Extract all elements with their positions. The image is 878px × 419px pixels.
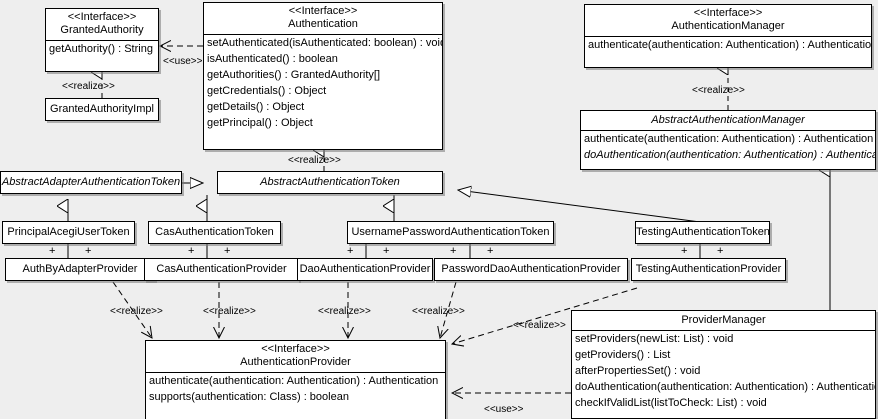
association-plus-mark: +	[347, 245, 354, 257]
class-cas-authentication-token[interactable]: CasAuthenticationToken	[148, 221, 281, 244]
edge-label-use-granted-authority: <<use>>	[163, 56, 203, 67]
class-header: AbstractAuthenticationManager	[581, 111, 875, 130]
class-header: ProviderManager	[572, 311, 875, 330]
class-name-label: AbstractAuthenticationToken	[260, 176, 400, 188]
class-abstract-authentication-manager[interactable]: AbstractAuthenticationManager authentica…	[580, 110, 876, 170]
class-principal-acegi-user-token[interactable]: PrincipalAcegiUserToken	[2, 221, 135, 244]
association-plus-mark: +	[717, 245, 724, 257]
class-header: <<Interface>> AuthenticationProvider	[146, 341, 445, 372]
stereotype-label: <<Interface>>	[67, 11, 137, 23]
class-member: checkIfValidList(listToCheck: List) : vo…	[575, 397, 767, 409]
class-testing-authentication-token[interactable]: TestingAuthenticationToken	[635, 221, 770, 244]
edge-label-realize-dao-provider: <<realize>>	[318, 306, 371, 317]
class-header: <<Interface>> Authentication	[204, 3, 442, 34]
class-name-label: CasAuthenticationProvider	[156, 263, 287, 275]
class-member: authenticate(authentication: Authenticat…	[149, 375, 439, 387]
class-member: getAuthority() : String	[49, 43, 153, 55]
stereotype-label: <<Interface>>	[288, 5, 358, 17]
class-name-label: TestingAuthenticationProvider	[635, 263, 782, 275]
class-member: authenticate(authentication: Authenticat…	[584, 133, 874, 145]
class-member: afterPropertiesSet() : void	[575, 365, 701, 377]
member-compartment: setProviders(newList: List) : void getPr…	[572, 330, 875, 411]
class-member: supports(authentication: Class) : boolea…	[149, 391, 349, 403]
edge-label-realize-auth-by-adapter-provider: <<realize>>	[110, 306, 163, 317]
association-plus-mark: +	[383, 245, 390, 257]
association-plus-mark: +	[188, 245, 195, 257]
member-compartment: setAuthenticated(isAuthenticated: boolea…	[204, 34, 442, 131]
class-name-label: AuthenticationManager	[671, 20, 785, 32]
association-plus-mark: +	[224, 245, 231, 257]
class-auth-by-adapter-provider[interactable]: AuthByAdapterProvider	[5, 258, 155, 281]
class-member: setAuthenticated(isAuthenticated: boolea…	[207, 37, 443, 49]
class-granted-authority[interactable]: <<Interface>> GrantedAuthority getAuthor…	[45, 8, 159, 72]
stereotype-label: <<Interface>>	[261, 343, 330, 355]
class-member: getPrincipal() : Object	[207, 117, 313, 129]
class-authentication-provider[interactable]: <<Interface>> AuthenticationProvider aut…	[145, 340, 446, 419]
class-password-dao-authentication-provider[interactable]: PasswordDaoAuthenticationProvider	[434, 258, 628, 281]
class-name-label: GrantedAuthority	[60, 24, 144, 36]
edge-label-use-provider-manager: <<use>>	[484, 404, 524, 415]
edge-label-realize-authentication-manager: <<realize>>	[692, 85, 745, 96]
edge-label-realize-authentication-token: <<realize>>	[288, 155, 341, 166]
member-compartment: authenticate(authentication: Authenticat…	[581, 130, 875, 163]
edge-label-realize-granted-authority-impl: <<realize>>	[62, 81, 115, 92]
class-name-label: PasswordDaoAuthenticationProvider	[441, 263, 621, 275]
class-authentication[interactable]: <<Interface>> Authentication setAuthenti…	[203, 2, 443, 150]
class-testing-authentication-provider[interactable]: TestingAuthenticationProvider	[631, 258, 786, 281]
edge-label-realize-password-dao-provider: <<realize>>	[412, 306, 465, 317]
member-compartment: authenticate(authentication: Authenticat…	[146, 372, 445, 405]
class-name-label: TestingAuthenticationToken	[636, 226, 770, 238]
class-name-label: DaoAuthenticationProvider	[299, 263, 431, 275]
class-member: getAuthorities() : GrantedAuthority[]	[207, 69, 381, 81]
class-name-label: AbstractAdapterAuthenticationToken	[1, 176, 181, 188]
class-name-label: CasAuthenticationToken	[155, 226, 274, 238]
class-member: getDetails() : Object	[207, 101, 305, 113]
class-name-label: AuthenticationProvider	[240, 356, 351, 368]
stereotype-label: <<Interface>>	[693, 7, 763, 19]
class-username-password-authentication-token[interactable]: UsernamePasswordAuthenticationToken	[347, 221, 554, 244]
class-header: <<Interface>> AuthenticationManager	[585, 5, 871, 36]
edge-label-realize-testing-provider: <<realize>>	[513, 320, 566, 331]
class-member: authenticate(authentication: Authenticat…	[588, 39, 872, 51]
class-member: doAuthentication(authentication: Authent…	[575, 381, 876, 393]
class-name-label: PrincipalAcegiUserToken	[7, 226, 130, 238]
association-plus-mark: +	[85, 245, 92, 257]
class-name-label: AuthByAdapterProvider	[22, 263, 138, 275]
class-name-label: ProviderManager	[681, 314, 766, 326]
class-abstract-authentication-token[interactable]: AbstractAuthenticationToken	[217, 171, 443, 194]
edge-label-realize-cas-provider: <<realize>>	[203, 306, 256, 317]
class-header: <<Interface>> GrantedAuthority	[46, 9, 158, 40]
class-name-label: UsernamePasswordAuthenticationToken	[351, 226, 550, 238]
association-plus-mark: +	[450, 245, 457, 257]
member-compartment: getAuthority() : String	[46, 40, 158, 57]
class-abstract-adapter-authentication-token[interactable]: AbstractAdapterAuthenticationToken	[0, 171, 182, 194]
class-granted-authority-impl[interactable]: GrantedAuthorityImpl	[45, 98, 159, 121]
class-authentication-manager[interactable]: <<Interface>> AuthenticationManager auth…	[584, 4, 872, 68]
class-cas-authentication-provider[interactable]: CasAuthenticationProvider	[144, 258, 299, 281]
class-provider-manager[interactable]: ProviderManager setProviders(newList: Li…	[571, 310, 876, 419]
class-name-label: GrantedAuthorityImpl	[50, 103, 154, 115]
class-dao-authentication-provider[interactable]: DaoAuthenticationProvider	[297, 258, 433, 281]
class-name-label: Authentication	[288, 18, 358, 30]
class-member: getCredentials() : Object	[207, 85, 327, 97]
class-member: setProviders(newList: List) : void	[575, 333, 734, 345]
association-plus-mark: +	[49, 245, 56, 257]
association-plus-mark: +	[487, 245, 494, 257]
class-member: doAuthentication(authentication: Authent…	[584, 149, 876, 161]
association-plus-mark: +	[681, 245, 688, 257]
class-name-label: AbstractAuthenticationManager	[651, 114, 805, 126]
class-member: getProviders() : List	[575, 349, 671, 361]
member-compartment: authenticate(authentication: Authenticat…	[585, 36, 871, 53]
class-member: isAuthenticated() : boolean	[207, 53, 338, 65]
